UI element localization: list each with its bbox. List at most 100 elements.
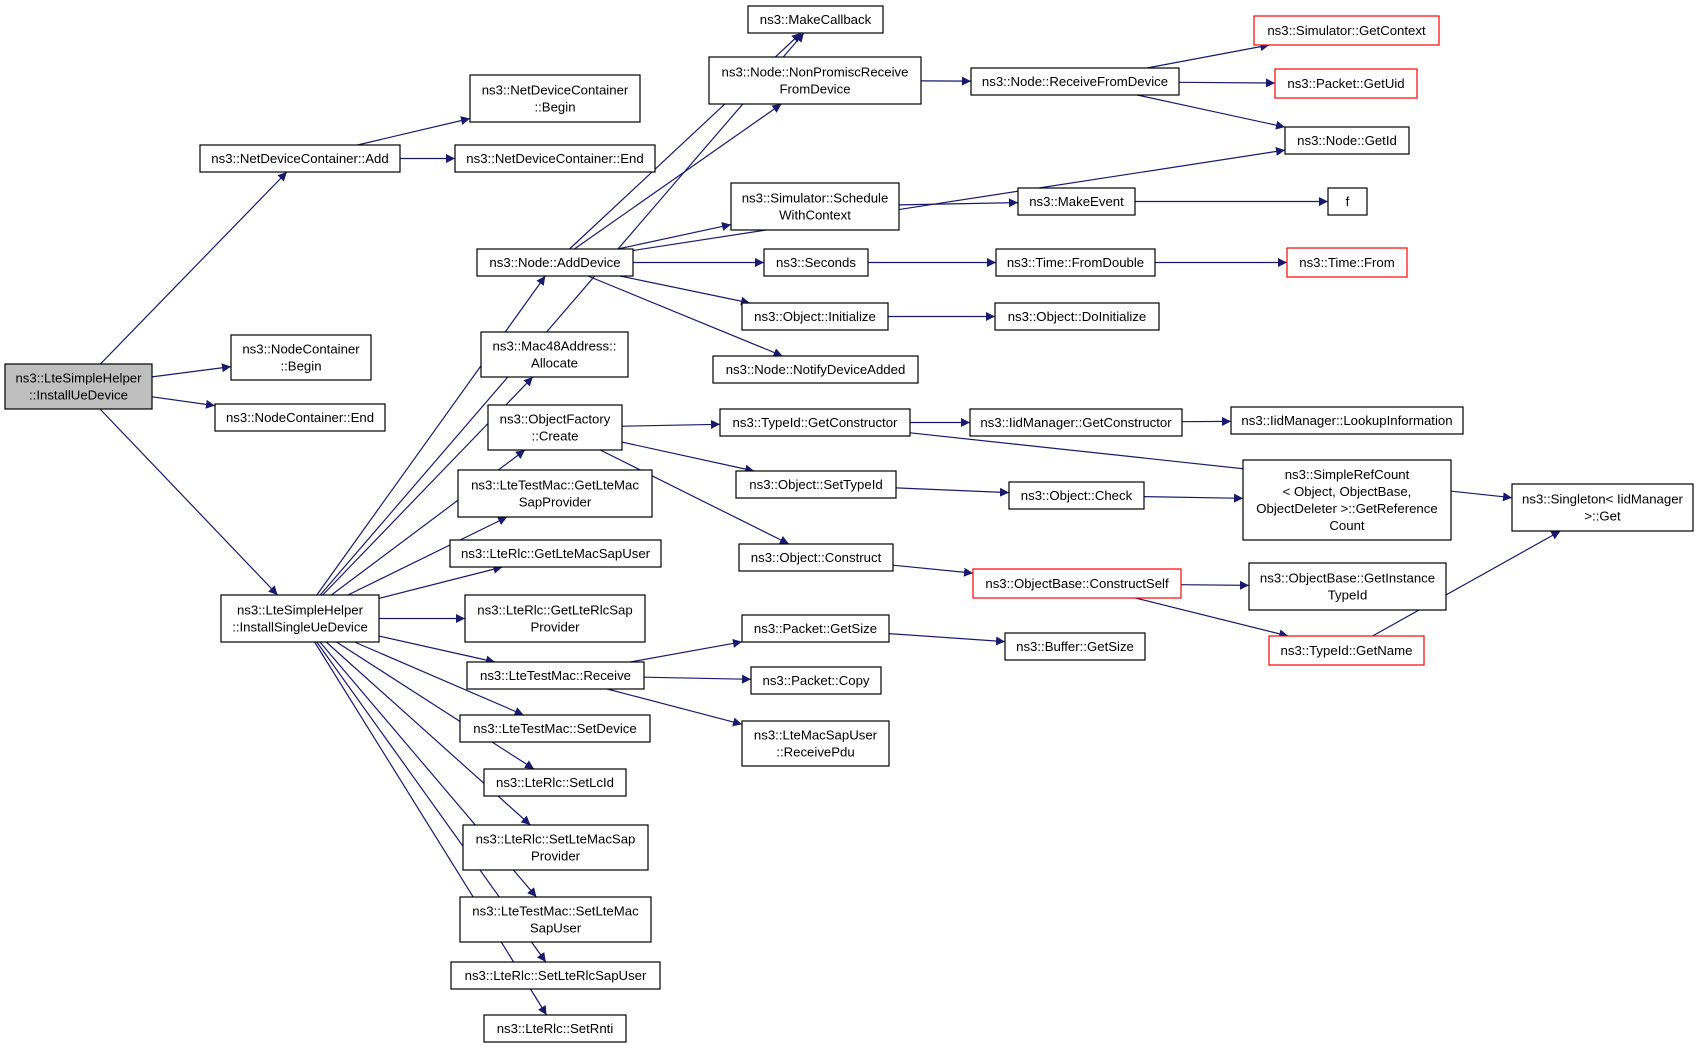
node-install-single[interactable]: ns3::LteSimpleHelper::InstallSingleUeDev… (220, 594, 380, 643)
node-label: ns3::NodeContainer (242, 342, 360, 357)
node-box (1268, 635, 1425, 666)
node-packet-get-size[interactable]: ns3::Packet::GetSize (741, 614, 890, 643)
node-ndc-end[interactable]: ns3::NetDeviceContainer::End (454, 144, 656, 173)
edge-ltetestmac_receive-to-packet_copy (643, 674, 752, 684)
node-box (469, 74, 641, 123)
node-buffer-get-size[interactable]: ns3::Buffer::GetSize (1004, 632, 1146, 661)
node-ndc-add[interactable]: ns3::NetDeviceContainer::Add (199, 144, 401, 173)
node-object-do-initialize[interactable]: ns3::Object::DoInitialize (994, 302, 1160, 331)
edge-root-to-ndc_add (99, 171, 288, 365)
node-nc-end[interactable]: ns3::NodeContainer::End (214, 403, 386, 432)
node-label: < Object, ObjectBase, (1283, 484, 1412, 499)
node-box (199, 144, 401, 173)
edge-root-to-install_single (99, 408, 279, 596)
node-label: ns3::ObjectBase::GetInstance (1260, 571, 1435, 586)
node-ltetestmac-receive[interactable]: ns3::LteTestMac::Receive (466, 661, 645, 690)
edge-receive_from_device-to-node_get_id (1137, 94, 1286, 130)
node-label: ns3::Object::Check (1021, 488, 1133, 503)
node-time-from-double[interactable]: ns3::Time::FromDouble (995, 248, 1156, 277)
node-root[interactable]: ns3::LteSimpleHelper::InstallUeDevice (4, 363, 153, 410)
node-typeid-get-name[interactable]: ns3::TypeId::GetName (1268, 635, 1425, 666)
edge-node_add_device-to-object_initialize (619, 275, 751, 306)
node-box (459, 896, 652, 943)
node-objbase-construct-self[interactable]: ns3::ObjectBase::ConstructSelf (972, 568, 1182, 599)
node-box (483, 768, 627, 797)
node-label: >::Get (1584, 509, 1621, 524)
node-label: ns3::LteTestMac::Receive (480, 668, 631, 683)
node-box (449, 539, 662, 568)
node-box (747, 5, 884, 34)
node-label: SapProvider (519, 495, 592, 510)
node-label: ns3::LteTestMac::SetDevice (473, 721, 636, 736)
node-label: ns3::NetDeviceContainer (482, 83, 629, 98)
node-mac48[interactable]: ns3::Mac48Address::Allocate (480, 331, 629, 378)
node-singleton-get[interactable]: ns3::Singleton< IidManager >::Get (1511, 483, 1694, 532)
edge-node_add_device-to-sim_schedule (617, 222, 732, 250)
node-object-set-typeid[interactable]: ns3::Object::SetTypeId (735, 470, 897, 499)
node-label: ns3::MakeEvent (1029, 194, 1124, 209)
node-box (464, 594, 646, 643)
edge-root-to-nc_end (151, 396, 216, 409)
node-box (970, 67, 1180, 96)
node-box (220, 594, 380, 643)
node-lterlc-setrnti[interactable]: ns3::LteRlc::SetRnti (483, 1014, 627, 1043)
node-box (969, 408, 1183, 437)
node-object-construct[interactable]: ns3::Object::Construct (738, 543, 894, 572)
node-seconds[interactable]: ns3::Seconds (763, 248, 869, 277)
node-receive-from-device[interactable]: ns3::Node::ReceiveFromDevice (970, 67, 1180, 96)
node-ltetestmac-setdevice[interactable]: ns3::LteTestMac::SetDevice (459, 714, 651, 743)
edge-objfactory_create-to-object_construct (599, 449, 790, 545)
node-box (1248, 562, 1447, 611)
node-object-check[interactable]: ns3::Object::Check (1008, 481, 1145, 510)
node-box (750, 666, 882, 695)
node-lterlc-getmacsapuser[interactable]: ns3::LteRlc::GetLteMacSapUser (449, 539, 662, 568)
edge-objbase_construct_self-to-typeid_get_name (1135, 597, 1289, 639)
node-label: FromDevice (779, 82, 850, 97)
node-node-get-id[interactable]: ns3::Node::GetId (1284, 126, 1410, 155)
node-objfactory-create[interactable]: ns3::ObjectFactory::Create (487, 404, 623, 451)
node-iid-get-ctor[interactable]: ns3::IidManager::GetConstructor (969, 408, 1183, 437)
node-make-callback[interactable]: ns3::MakeCallback (747, 5, 884, 34)
node-label: ns3::NetDeviceContainer::End (466, 151, 643, 166)
node-iid-lookup[interactable]: ns3::IidManager::LookupInformation (1230, 406, 1464, 435)
node-node-add-device[interactable]: ns3::Node::AddDevice (476, 248, 634, 277)
node-box (708, 56, 922, 105)
edge-install_single-to-ltetestmac_getsap (347, 516, 508, 596)
node-label: Count (1329, 518, 1365, 533)
edge-object_construct-to-objbase_construct_self (892, 564, 974, 577)
node-ltemacsapuser-receive[interactable]: ns3::LteMacSapUser::ReceivePdu (741, 720, 890, 767)
node-label: ns3::Time::FromDouble (1007, 255, 1144, 270)
node-packet-get-uid[interactable]: ns3::Packet::GetUid (1274, 68, 1418, 99)
node-box (719, 408, 911, 437)
node-label: Provider (531, 849, 581, 864)
node-label: ns3::NetDeviceContainer::Add (211, 151, 388, 166)
node-f[interactable]: f (1327, 187, 1368, 216)
node-ndc-begin[interactable]: ns3::NetDeviceContainer::Begin (469, 74, 641, 123)
node-time-from[interactable]: ns3::Time::From (1286, 247, 1408, 278)
node-typeid-get-ctor[interactable]: ns3::TypeId::GetConstructor (719, 408, 911, 437)
node-packet-copy[interactable]: ns3::Packet::Copy (750, 666, 882, 695)
edge-objfactory_create-to-typeid_get_ctor (621, 419, 721, 429)
node-make-event[interactable]: ns3::MakeEvent (1017, 187, 1136, 216)
node-simple-refcount[interactable]: ns3::SimpleRefCount< Object, ObjectBase,… (1242, 459, 1452, 541)
node-lterlc-setrlcsapuser[interactable]: ns3::LteRlc::SetLteRlcSapUser (450, 961, 661, 990)
node-box (1286, 247, 1408, 278)
edge-install_single-to-lterlc_setlcid (336, 641, 535, 770)
node-sim-get-context[interactable]: ns3::Simulator::GetContext (1253, 15, 1440, 46)
node-nc-begin[interactable]: ns3::NodeContainer::Begin (230, 334, 372, 381)
edge-packet_get_size-to-buffer_get_size (888, 633, 1006, 646)
node-object-initialize[interactable]: ns3::Object::Initialize (741, 302, 889, 331)
node-box (1274, 68, 1418, 99)
node-lterlc-setlcid[interactable]: ns3::LteRlc::SetLcId (483, 768, 627, 797)
edge-ndc_add-to-ndc_begin (357, 116, 471, 146)
node-box (487, 404, 623, 451)
node-node-notify[interactable]: ns3::Node::NotifyDeviceAdded (712, 355, 919, 384)
node-box (1327, 187, 1368, 216)
